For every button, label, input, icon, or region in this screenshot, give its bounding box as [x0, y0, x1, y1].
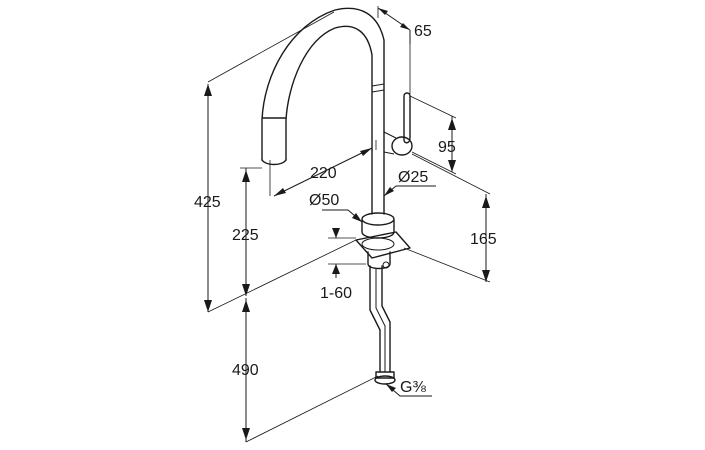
dim-handle-height: 95 — [409, 95, 457, 175]
faucet-body — [261, 7, 413, 385]
hose-fitting — [374, 375, 396, 385]
dim-body-diameter-label: Ø25 — [398, 169, 428, 186]
spout-inner — [285, 25, 373, 161]
dim-lever-height: 165 — [403, 153, 497, 283]
dim-deck-thickness-label: 1-60 — [320, 285, 352, 302]
supply-hose-mid — [375, 268, 386, 372]
dim-spout-depth-label: 65 — [414, 23, 432, 40]
dim-lever-height-label: 165 — [470, 231, 497, 248]
dim-spout-height-label: 225 — [232, 227, 259, 244]
dim-connection: G⅜ — [385, 379, 432, 397]
handle-lever — [403, 92, 411, 144]
spout-collar — [371, 83, 385, 93]
mount-shank — [367, 251, 391, 270]
dim-base-diameter-label: Ø50 — [309, 192, 339, 209]
spout-outer — [261, 7, 385, 161]
spray-head — [261, 117, 287, 166]
dim-handle-height-label: 95 — [438, 139, 456, 156]
main-body — [371, 131, 385, 215]
handle-knob — [391, 136, 413, 156]
base-top — [361, 212, 395, 226]
dim-spout-reach: 220 — [269, 140, 377, 197]
dim-connection-label: G⅜ — [400, 379, 426, 396]
dim-spout-reach-label: 220 — [310, 165, 337, 182]
mounting-bracket — [355, 231, 411, 259]
dim-total-height: 425 — [194, 11, 357, 313]
dim-spout-depth: 65 — [377, 6, 432, 94]
dim-body-diameter: Ø25 — [383, 169, 436, 197]
dim-hose-length: 490 — [232, 298, 379, 443]
handle-connector — [383, 131, 397, 155]
dim-total-height-label: 425 — [194, 194, 221, 211]
mount-nut — [382, 261, 390, 269]
base-bottom — [361, 237, 395, 251]
dim-deck-thickness: 1-60 — [320, 228, 366, 302]
supply-hose-right — [381, 265, 391, 373]
dim-base-diameter: Ø50 — [309, 192, 363, 223]
dim-spout-height: 225 — [232, 167, 262, 296]
supply-hose-left — [369, 265, 381, 373]
dim-hose-length-label: 490 — [232, 362, 259, 379]
